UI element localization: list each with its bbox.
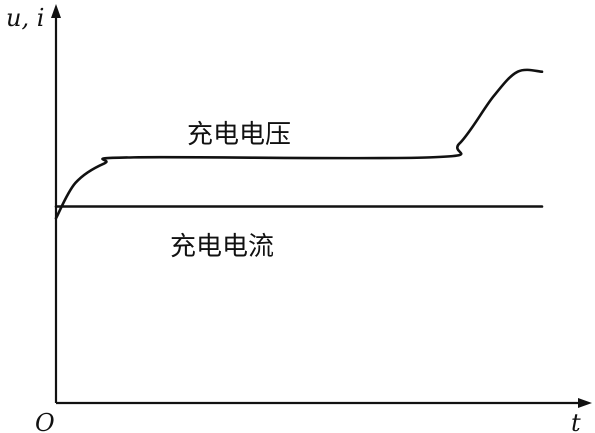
x-axis-arrow-icon [578,398,592,408]
series-layer [54,68,544,220]
y-axis-arrow-icon [51,4,61,18]
series-labels: 充电电压 充电电流 [170,120,291,262]
origin-label: O [35,409,55,433]
voltage-series-line [54,68,544,220]
series-label-current: 充电电流 [170,232,274,262]
series-label-voltage: 充电电压 [187,120,291,150]
y-axis-label: u, i [6,4,44,32]
x-axis-label: t [571,409,581,433]
